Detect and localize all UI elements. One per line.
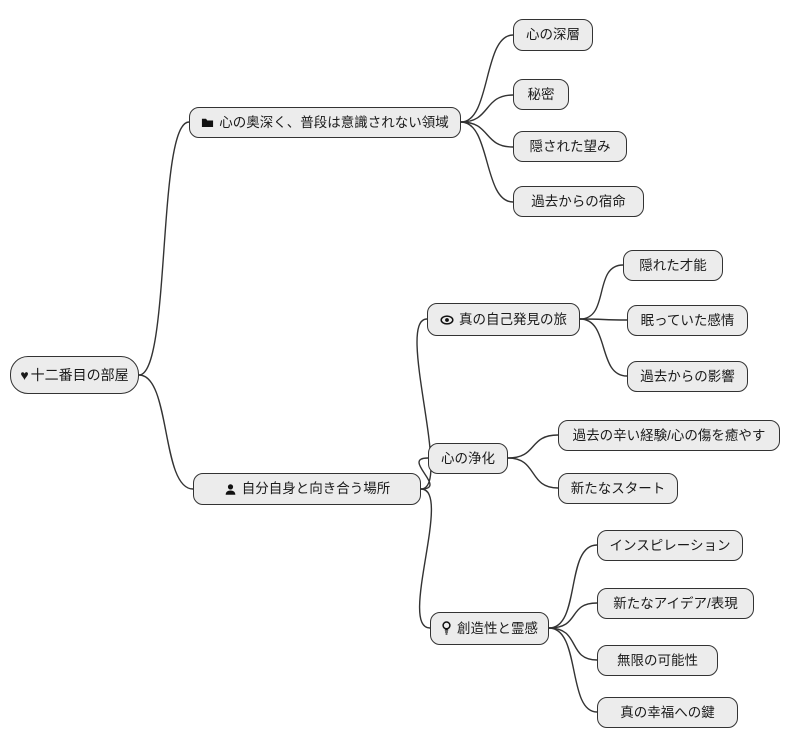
node-label: 隠された望み [529, 138, 611, 154]
node-root: ♥ 十二番目の部屋 [10, 356, 139, 394]
node-label: 自分自身と向き合う場所 [241, 481, 391, 497]
node-hidden-talents: 隠れた才能 [623, 250, 723, 281]
node-key-to-true-happiness: 真の幸福への鍵 [597, 697, 738, 728]
node-label: 秘密 [527, 86, 555, 102]
edge-sub2-child1 [507, 434, 559, 459]
edge-sub3-child3 [548, 627, 598, 661]
node-depths-of-mind: 心の深層 [513, 19, 593, 51]
node-influence-from-past: 過去からの影響 [627, 361, 748, 392]
node-inspiration: インスピレーション [597, 530, 743, 561]
node-label: 真の幸福への鍵 [620, 704, 715, 720]
node-infinite-possibility: 無限の可能性 [597, 645, 718, 676]
node-label: 無限の可能性 [617, 652, 698, 668]
folder-icon [201, 116, 214, 129]
edge-branch2-sub2 [418, 457, 431, 490]
edge-branch1-child4 [460, 121, 514, 203]
lightbulb-icon [441, 621, 452, 636]
node-label: 心の奥深く、普段は意識されない領域 [219, 114, 449, 130]
node-hidden-desires: 隠された望み [513, 131, 627, 162]
node-new-ideas-expression: 新たなアイデア/表現 [597, 588, 754, 619]
edge-root-branch1 [138, 121, 190, 376]
node-label: 過去からの影響 [640, 368, 735, 384]
edge-branch1-child3 [460, 121, 514, 148]
node-heal-past-wounds: 過去の辛い経験/心の傷を癒やす [558, 420, 780, 451]
edge-branch1-child2 [460, 94, 514, 123]
edge-branch1-child1 [460, 34, 514, 123]
node-label: 創造性と霊感 [457, 620, 538, 636]
node-label: 新たなスタート [570, 480, 666, 496]
edge-sub3-child1 [548, 544, 598, 629]
edge-root-branch2 [138, 374, 194, 490]
node-root-label: 十二番目の部屋 [30, 367, 129, 383]
node-fresh-start: 新たなスタート [558, 473, 678, 504]
node-label: 真の自己発見の旅 [459, 311, 567, 327]
edge-sub3-child4 [548, 627, 598, 713]
node-self-discovery-journey: 真の自己発見の旅 [427, 303, 580, 336]
edge-sub1-child2 [579, 318, 628, 321]
node-creativity-inspiration: 創造性と霊感 [430, 612, 549, 645]
edge-sub1-child1 [579, 264, 624, 320]
node-branch-subconscious: 心の奥深く、普段は意識されない領域 [189, 107, 461, 138]
heart-icon: ♥ [20, 367, 29, 383]
node-label: 心の深層 [526, 27, 580, 43]
node-label: インスピレーション [609, 537, 731, 553]
node-label: 新たなアイデア/表現 [613, 595, 738, 611]
user-icon [224, 483, 237, 496]
node-purification-of-mind: 心の浄化 [428, 443, 508, 474]
eye-icon [440, 314, 454, 326]
edge-sub2-child2 [507, 457, 559, 489]
node-label: 隠れた才能 [639, 257, 707, 273]
edge-sub1-child3 [579, 318, 628, 377]
node-branch-face-yourself: 自分自身と向き合う場所 [193, 473, 421, 505]
node-fate-from-past: 過去からの宿命 [513, 186, 644, 217]
edge-branch2-sub3 [418, 488, 433, 629]
node-label: 眠っていた感情 [640, 312, 735, 328]
node-secrets: 秘密 [513, 79, 569, 110]
node-label: 過去からの宿命 [531, 193, 626, 209]
edge-sub3-child2 [548, 602, 598, 629]
node-label: 過去の辛い経験/心の傷を癒やす [572, 427, 766, 443]
node-dormant-emotions: 眠っていた感情 [627, 305, 748, 336]
node-label: 心の浄化 [441, 450, 495, 466]
